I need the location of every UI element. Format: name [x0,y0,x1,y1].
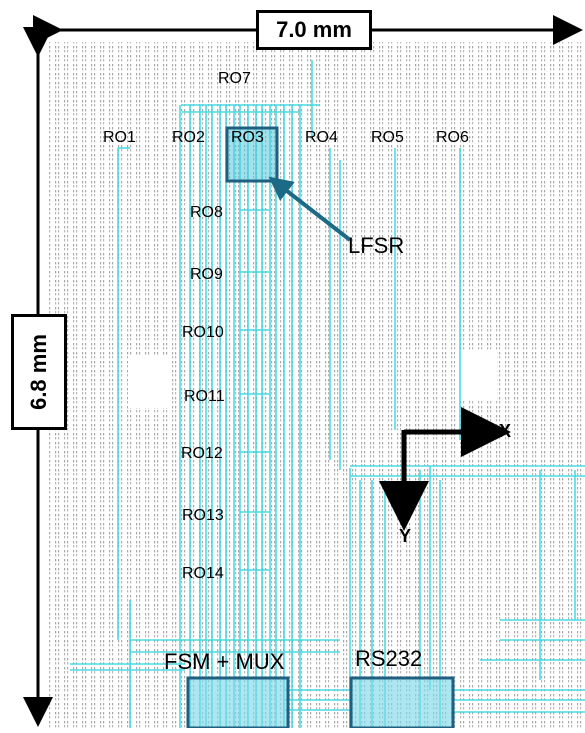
ro9-label: RO9 [190,266,223,283]
ro13-label: RO13 [182,507,224,524]
width-label: 7.0 mm [256,10,372,50]
ro8-label: RO8 [190,204,223,221]
ro10-label: RO10 [182,324,224,341]
rs232-block [349,676,455,730]
ro2-label: RO2 [172,129,205,146]
ro1-label: RO1 [103,129,136,146]
lfsr-label: LFSR [348,233,405,258]
empty-region-left [128,356,168,408]
rs232-label: RS232 [355,646,423,671]
ro14-label: RO14 [182,565,224,582]
lfsr-block [225,126,279,183]
x-axis-label: X [499,421,512,441]
ro4-label: RO4 [305,129,338,146]
y-axis-label: Y [399,526,412,546]
fsm-mux-block [186,676,290,730]
ro7-label: RO7 [218,70,251,87]
ro3-label: RO3 [231,129,264,146]
fsm-mux-label: FSM + MUX [164,649,285,674]
lfsr-pointer-arrow [268,176,352,242]
empty-region-right [455,352,497,400]
ro6-label: RO6 [436,129,469,146]
height-label-text: 6.8 mm [26,334,52,410]
ro11-label: RO11 [184,388,225,405]
ro5-label: RO5 [371,129,404,146]
ro12-label: RO12 [181,445,223,462]
height-label: 6.8 mm [11,314,67,430]
